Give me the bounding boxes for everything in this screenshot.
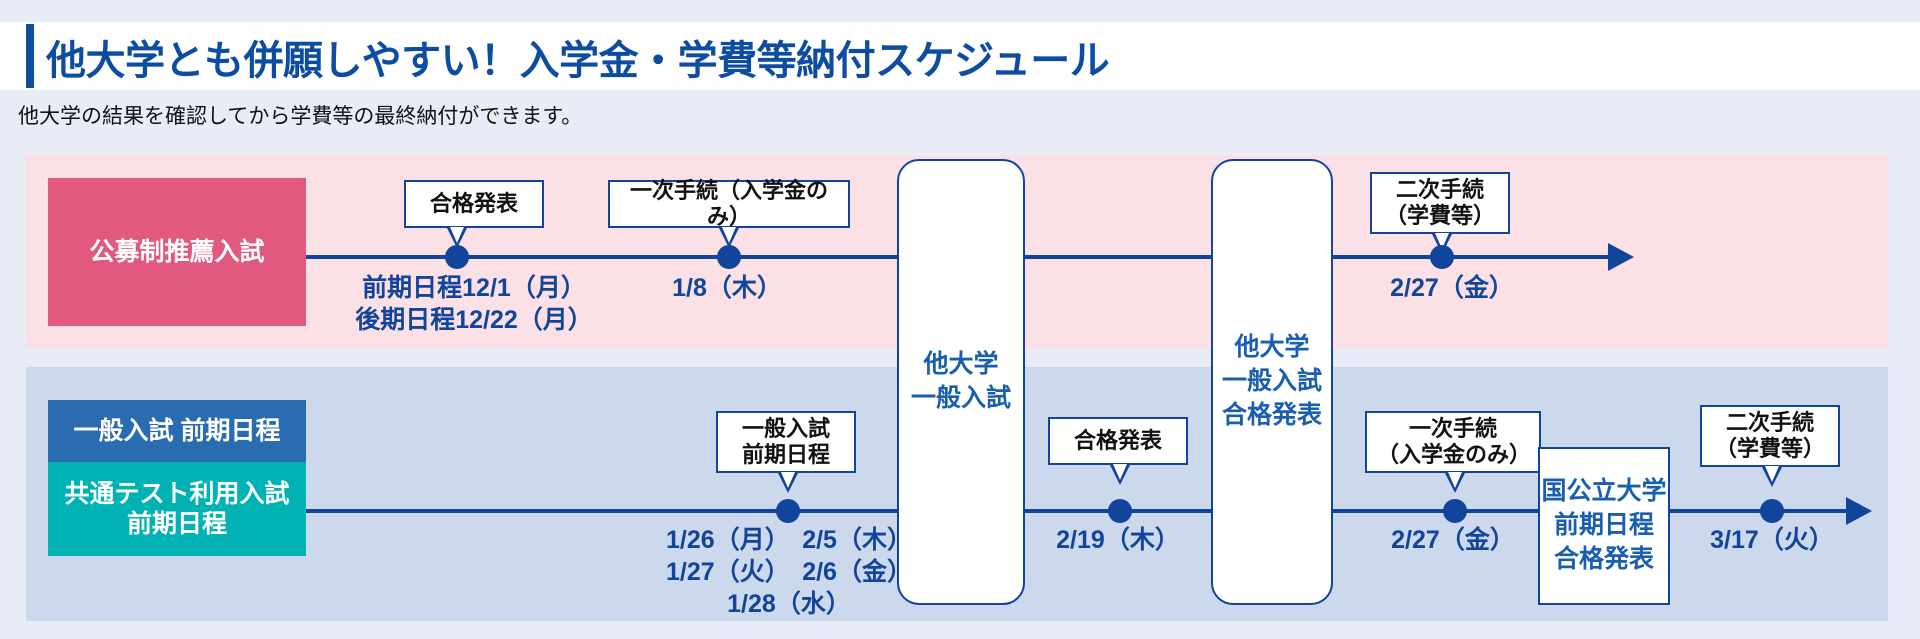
- event-box-national-univ-result: 国公立大学 前期日程 合格発表: [1538, 447, 1670, 605]
- callout-tail-ippan-goukaku: [1110, 464, 1130, 485]
- callout-ippan-shiken: 一般入試 前期日程: [716, 411, 856, 473]
- callout-suisen-niji: 二次手続 （学費等）: [1370, 172, 1510, 234]
- date-suisen-goukaku: 前期日程12/1（月） 後期日程12/22（月）: [355, 274, 593, 334]
- date-ippan-ichiji: 2/27（金）: [1391, 526, 1515, 554]
- page-subtitle: 他大学の結果を確認してから学費等の最終納付ができます。: [18, 105, 583, 128]
- category-label-kyotsu-test: 共通テスト利用入試 前期日程: [48, 462, 306, 556]
- milestone-dot-suisen-niji: [1430, 245, 1454, 269]
- event-box-other-univ-result: 他大学 一般入試 合格発表: [1211, 159, 1333, 605]
- category-label-ippan-zenki: 一般入試 前期日程: [48, 400, 306, 462]
- title-band: [0, 22, 1920, 90]
- callout-ippan-goukaku: 合格発表: [1048, 417, 1188, 465]
- callout-tail-ippan-ichiji: [1445, 472, 1465, 493]
- date-ippan-niji: 3/17（火）: [1710, 526, 1834, 554]
- date-suisen-ichiji: 1/8（木）: [672, 274, 782, 302]
- milestone-dot-suisen-ichiji: [717, 245, 741, 269]
- milestone-dot-ippan-niji: [1760, 499, 1784, 523]
- callout-tail-ippan-niji: [1762, 466, 1782, 487]
- callout-ippan-ichiji: 一次手続 （入学金のみ）: [1365, 411, 1541, 473]
- callout-suisen-ichiji: 一次手続（入学金のみ）: [608, 178, 850, 229]
- category-label-suisen: 公募制推薦入試: [48, 178, 306, 326]
- timeline-arrow-suisen: [1608, 243, 1634, 271]
- milestone-dot-ippan-goukaku: [1108, 499, 1132, 523]
- milestone-dot-ippan-shiken: [776, 499, 800, 523]
- callout-suisen-goukaku: 合格発表: [404, 180, 544, 228]
- title-accent-bar: [26, 24, 34, 88]
- page-title: 他大学とも併願しやすい！入学金・学費等納付スケジュール: [46, 39, 1110, 83]
- date-suisen-niji: 2/27（金）: [1390, 274, 1514, 302]
- milestone-dot-ippan-ichiji: [1443, 499, 1467, 523]
- callout-tail-ippan-shiken: [778, 472, 798, 493]
- event-box-other-univ-exam: 他大学 一般入試: [897, 159, 1025, 605]
- timeline-axis-ippan: [306, 509, 1854, 513]
- milestone-dot-suisen-goukaku: [445, 245, 469, 269]
- callout-tail-suisen-goukaku: [447, 227, 467, 248]
- date-ippan-goukaku: 2/19（木）: [1056, 526, 1180, 554]
- callout-ippan-niji: 二次手続 （学費等）: [1700, 405, 1840, 467]
- callout-tail-suisen-ichiji: [719, 227, 739, 248]
- timeline-arrow-ippan: [1846, 497, 1872, 525]
- date-ippan-shiken: 1/26（月） 2/5（木） 1/27（火） 2/6（金） 1/28（水）: [666, 526, 912, 618]
